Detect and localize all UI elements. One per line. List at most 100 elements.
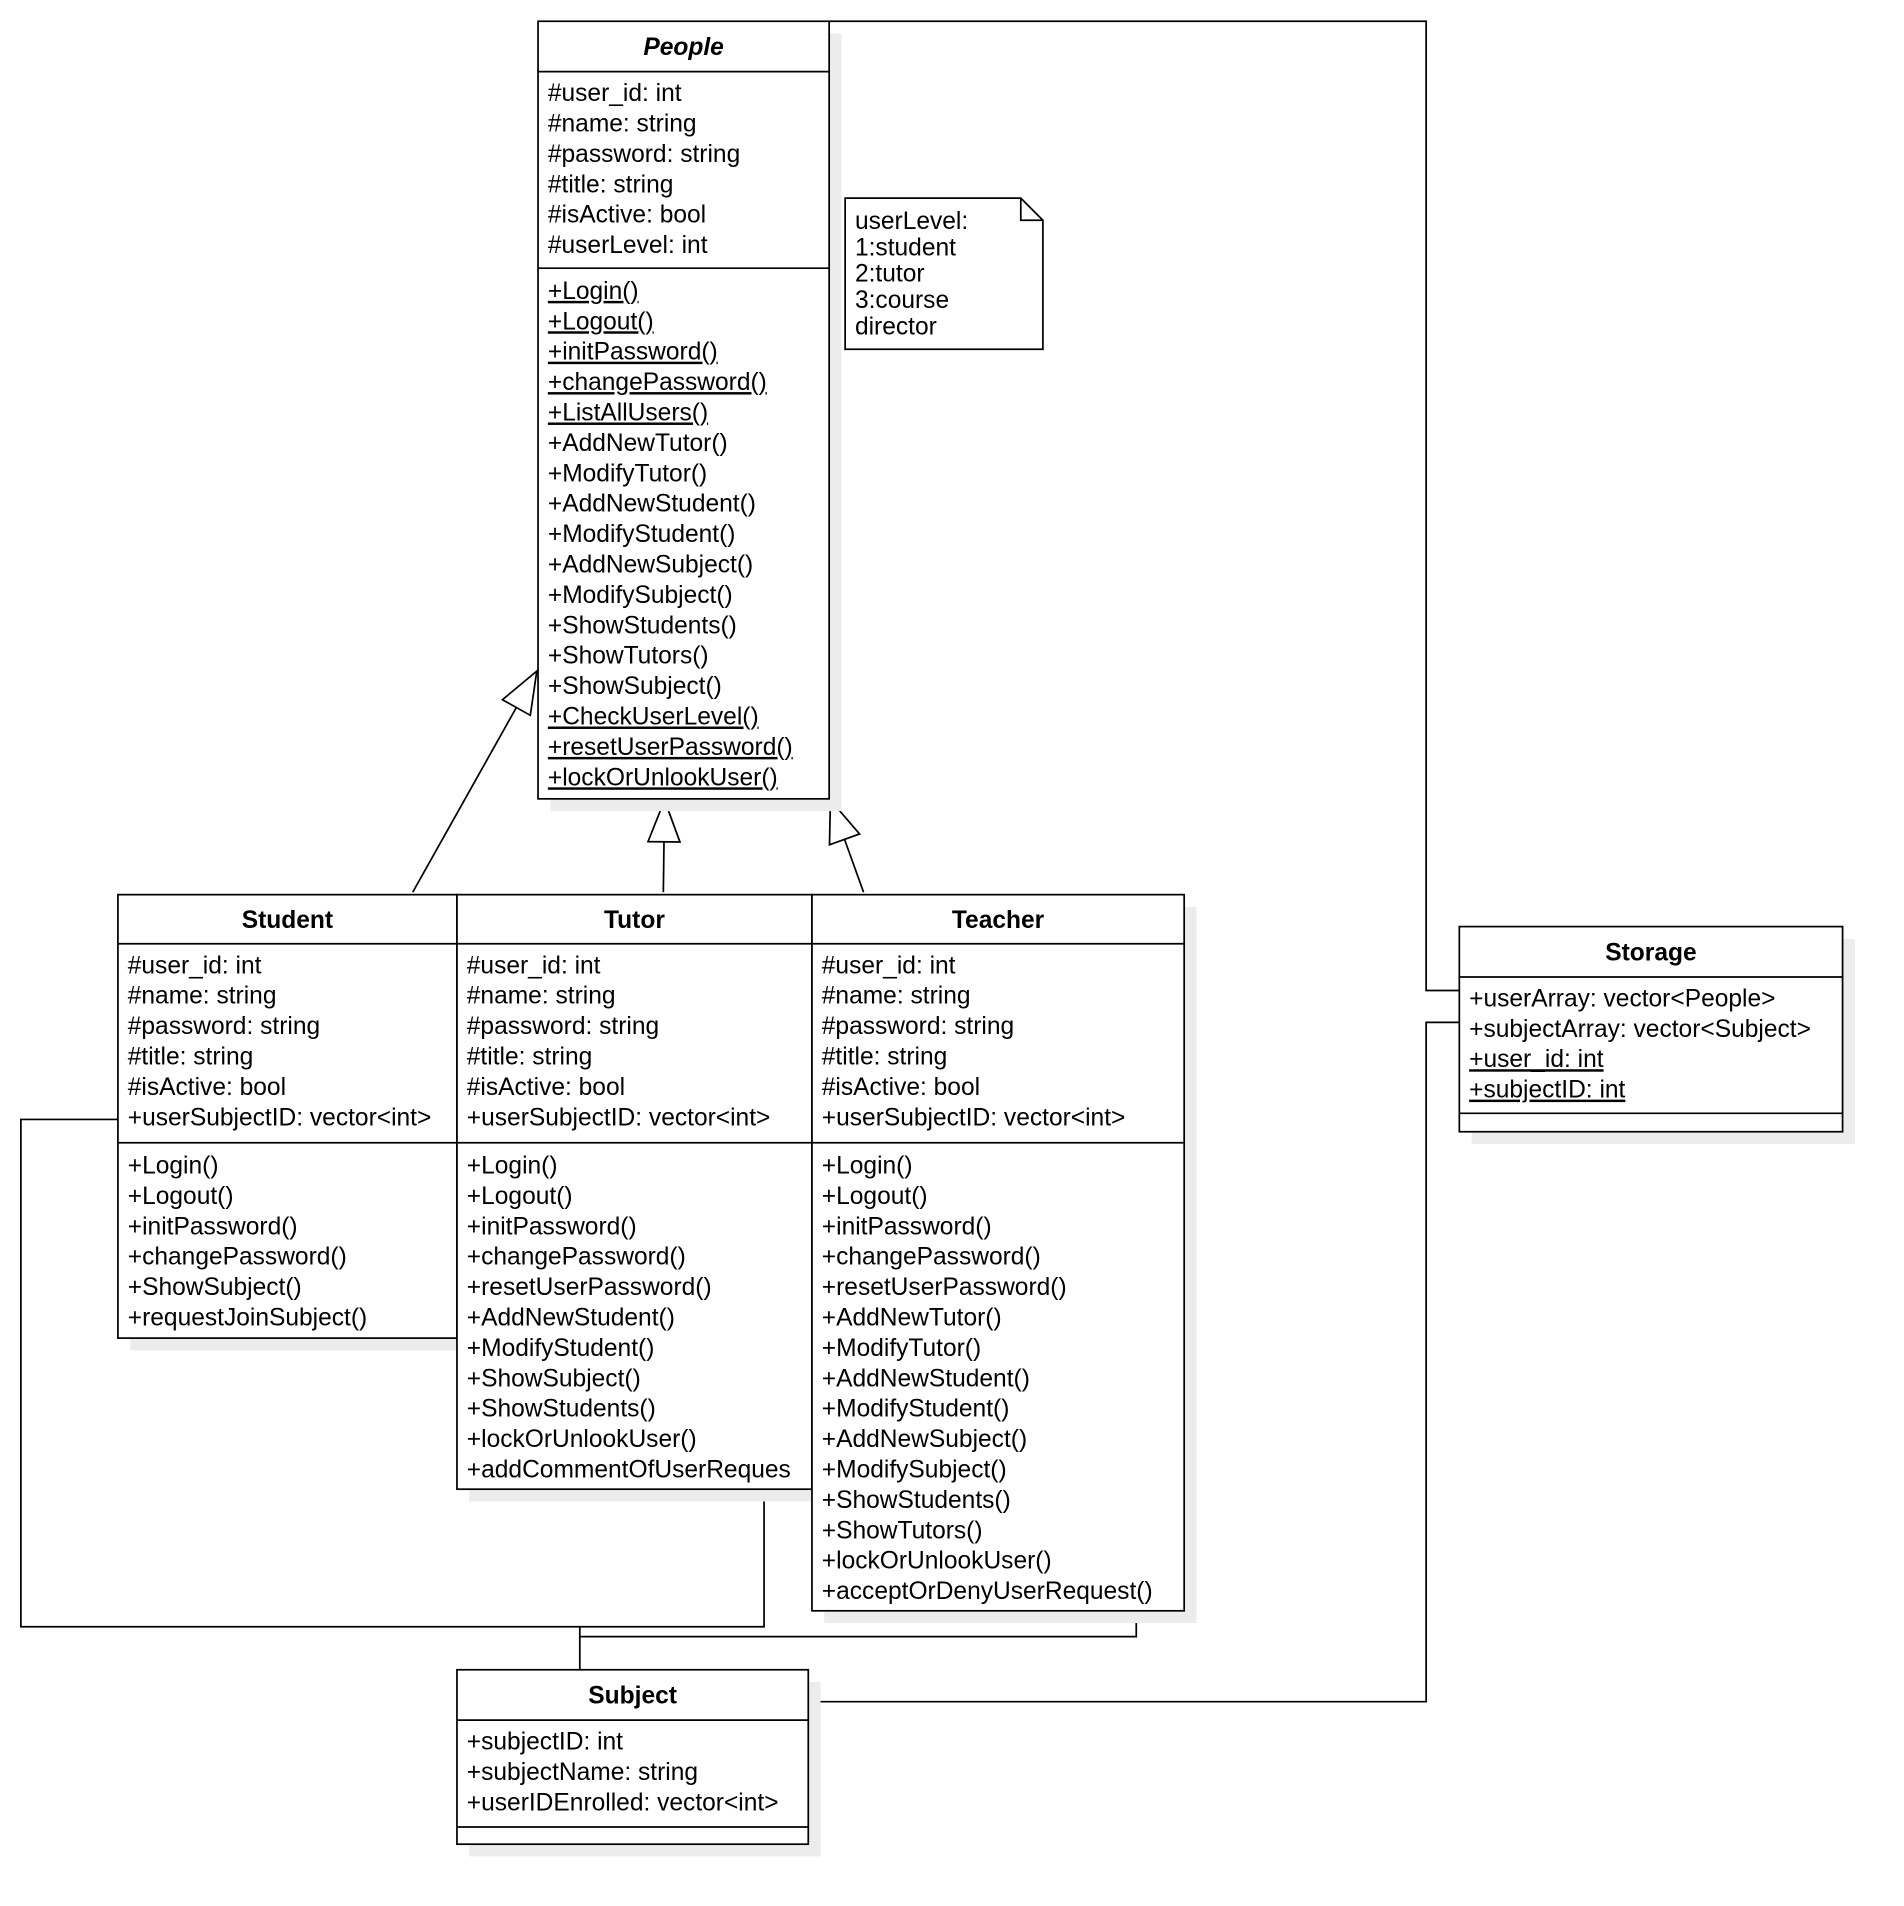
student-subject-link[interactable]: [20, 1118, 765, 1628]
attribute: #password: string: [467, 1013, 659, 1040]
class-people[interactable]: People#user_id: int#name: string#passwor…: [537, 20, 842, 812]
class-box: [456, 893, 813, 1491]
attribute: #password: string: [822, 1013, 1014, 1040]
student-generalization[interactable]: [411, 668, 538, 893]
method: +ModifySubject(): [822, 1457, 1007, 1484]
class-teacher[interactable]: Teacher #user_id: int #name: string #passwo…: [811, 893, 1197, 1624]
class-name: Storage: [1605, 939, 1696, 966]
method: +Login(): [467, 1152, 558, 1179]
inheritance-arrow-icon: [828, 797, 862, 847]
method: +Logout(): [822, 1183, 928, 1210]
method: +AddNewSubject(): [548, 552, 753, 579]
method: +initPassword(): [467, 1213, 637, 1240]
method: +Login(): [128, 1152, 219, 1179]
method: +initPassword(): [128, 1213, 298, 1240]
method: +AddNewTutor(): [822, 1305, 1002, 1332]
attribute: #user_id: int: [822, 952, 956, 979]
connectors: [20, 20, 1460, 1703]
method: +AddNewStudent(): [467, 1305, 675, 1332]
class-subject[interactable]: Subject +subjectID: int +subjectName: stri…: [456, 1668, 821, 1857]
method: +initPassword(): [548, 339, 718, 366]
method: +ShowSubject(): [128, 1274, 302, 1301]
method: +AddNewSubject(): [822, 1426, 1027, 1453]
inheritance-arrow-icon: [500, 668, 538, 717]
method: +Logout(): [548, 308, 654, 335]
method: +ModifyStudent(): [467, 1335, 655, 1362]
method: +ModifyTutor(): [822, 1335, 981, 1362]
method: +ShowSubject(): [467, 1365, 641, 1392]
note-line: 3:course: [855, 287, 949, 314]
note-line: director: [855, 314, 937, 341]
method: +Logout(): [128, 1183, 234, 1210]
attribute: +userIDEnrolled: vector<int>: [467, 1789, 779, 1816]
attribute: #name: string: [822, 983, 971, 1010]
method: +initPassword(): [822, 1213, 992, 1240]
method: +requestJoinSubject(): [128, 1305, 367, 1332]
method: +ModifyStudent(): [548, 521, 736, 548]
note-line: userLevel:: [855, 208, 968, 235]
attribute: #isActive: bool: [128, 1074, 286, 1101]
method: +changePassword(): [822, 1244, 1041, 1271]
method: +AddNewStudent(): [548, 491, 756, 518]
class-student[interactable]: Student#user_id: int#name: string#passwo…: [117, 893, 470, 1351]
class-name: Teacher: [952, 907, 1045, 934]
class-name: Subject: [588, 1683, 677, 1710]
method: +ShowTutors(): [548, 643, 709, 670]
classes: People#user_id: int#name: string#passwor…: [117, 20, 1855, 1857]
attribute: #name: string: [467, 983, 616, 1010]
method: +ModifyStudent(): [822, 1396, 1010, 1423]
attribute: #name: string: [548, 111, 697, 138]
method: +ShowStudents(): [467, 1396, 656, 1423]
method: +lockOrUnlookUser(): [467, 1426, 697, 1453]
method: +AddNewStudent(): [822, 1365, 1030, 1392]
method: +addCommentOfUserReques: [467, 1457, 791, 1484]
people-storage-link[interactable]: [829, 20, 1460, 992]
method: +ShowSubject(): [548, 673, 722, 700]
attribute: #isActive: bool: [467, 1074, 625, 1101]
method: +CheckUserLevel(): [548, 704, 759, 731]
attribute: #password: string: [128, 1013, 320, 1040]
note-line: 2:tutor: [855, 261, 925, 288]
class-box: [811, 893, 1186, 1612]
method: +lockOrUnlookUser(): [822, 1548, 1052, 1575]
class-storage[interactable]: Storage+userArray: vector<People>+subjec…: [1458, 925, 1855, 1145]
teacher-generalization[interactable]: [828, 797, 865, 893]
attribute: #user_id: int: [548, 80, 682, 107]
attribute: +subjectID: int: [1469, 1077, 1625, 1104]
note-line: 1:student: [855, 234, 956, 261]
note-shape: [844, 197, 1044, 351]
class-tutor[interactable]: Tutor#user_id: int #name: string #password…: [456, 893, 825, 1502]
class-name: Tutor: [604, 907, 665, 934]
method: +changePassword(): [548, 369, 767, 396]
attribute: +user_id: int: [1469, 1046, 1604, 1073]
method: +changePassword(): [467, 1244, 686, 1271]
attribute: +userSubjectID: vector<int>: [128, 1104, 432, 1131]
attribute: #name: string: [128, 983, 277, 1010]
attribute: #user_id: int: [467, 952, 601, 979]
attribute: +subjectName: string: [467, 1759, 698, 1786]
attribute: #user_id: int: [128, 952, 262, 979]
subject-storage-link[interactable]: [808, 1021, 1460, 1703]
method: +AddNewTutor(): [548, 430, 728, 457]
method: +ShowStudents(): [822, 1487, 1011, 1514]
user-level-note[interactable]: userLevel:1:student2:tutor3:coursedirect…: [844, 197, 1044, 351]
class-box: [456, 1668, 810, 1846]
attribute: #password: string: [548, 141, 740, 168]
attribute: #title: string: [128, 1043, 254, 1070]
method: +Logout(): [467, 1183, 573, 1210]
attribute: +userSubjectID: vector<int>: [467, 1104, 771, 1131]
method: +ShowTutors(): [822, 1517, 983, 1544]
attribute: #title: string: [467, 1043, 593, 1070]
method: +changePassword(): [128, 1244, 347, 1271]
attribute: +subjectArray: vector<Subject>: [1469, 1016, 1811, 1043]
method: +acceptOrDenyUserRequest(): [822, 1578, 1153, 1605]
inheritance-arrow-icon: [646, 797, 682, 843]
class-box: [537, 20, 831, 800]
method: +Login(): [548, 278, 639, 305]
attribute: #title: string: [548, 171, 674, 198]
attribute: +subjectID: int: [467, 1729, 623, 1756]
tutor-generalization[interactable]: [646, 797, 682, 893]
method: +ListAllUsers(): [548, 399, 708, 426]
method: +ModifyTutor(): [548, 460, 707, 487]
